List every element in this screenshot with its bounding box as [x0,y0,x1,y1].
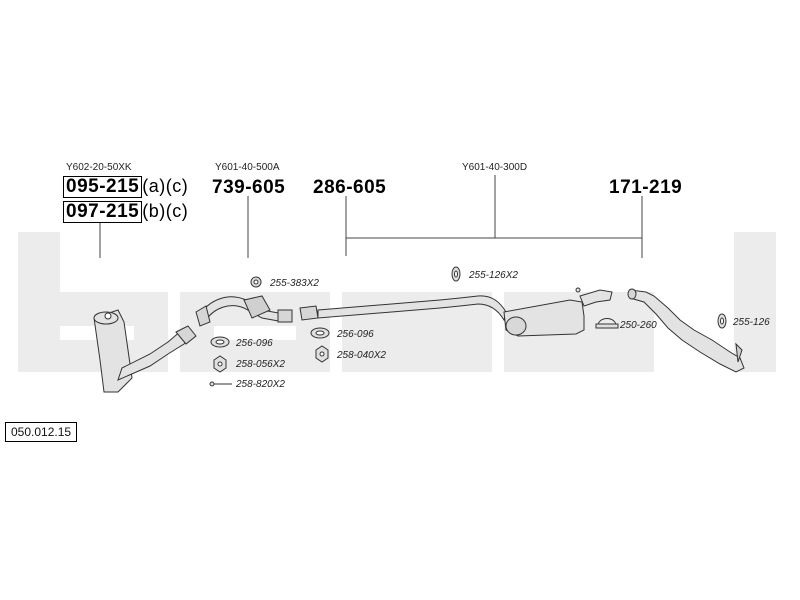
part-number-box: 095-215 [63,176,143,198]
part-label: 250-260 [620,320,657,331]
diagram-id: 050.012.15 [5,422,78,442]
rubber-mount-icon-2 [451,266,461,282]
part-label: 255-383X2 [270,278,319,289]
part-label: 256-096 [236,338,273,349]
part-label: 258-820X2 [236,379,285,390]
part-number-097-215[interactable]: 097-215(b)(c) [63,201,188,223]
part-label: 258-040X2 [337,350,386,361]
reference-code: Y601-40-300D [462,162,528,173]
part-number-286-605[interactable]: 286-605 [313,177,387,198]
clamp-icon [595,318,619,329]
part-number-suffix: (b)(c) [142,201,189,221]
part-label: 256-096 [337,329,374,340]
nut-icon-2 [315,345,329,363]
part-number-739-605[interactable]: 739-605 [212,177,286,198]
part-number-box: 097-215 [63,201,143,223]
rubber-mount-icon-3 [717,313,727,329]
bolt-icon [209,381,232,387]
rear-silencer [627,288,745,373]
nut-icon [213,355,227,373]
reference-code: Y602-20-50XK [66,162,132,173]
part-label: 255-126 [733,317,770,328]
front-pipe [195,295,293,327]
part-label: 258-056X2 [236,359,285,370]
gasket-icon [210,336,230,348]
reference-code: Y601-40-500A [215,162,280,173]
part-number-171-219[interactable]: 171-219 [609,177,683,198]
part-number-suffix: (a)(c) [142,176,189,196]
gasket-icon-2 [310,327,330,339]
middle-silencer [503,287,613,337]
rubber-mount-icon [250,276,262,288]
catalytic-converter [93,309,197,393]
part-number-095-215[interactable]: 095-215(a)(c) [63,176,188,198]
part-label: 255-126X2 [469,270,518,281]
intermediate-pipe [299,295,507,322]
